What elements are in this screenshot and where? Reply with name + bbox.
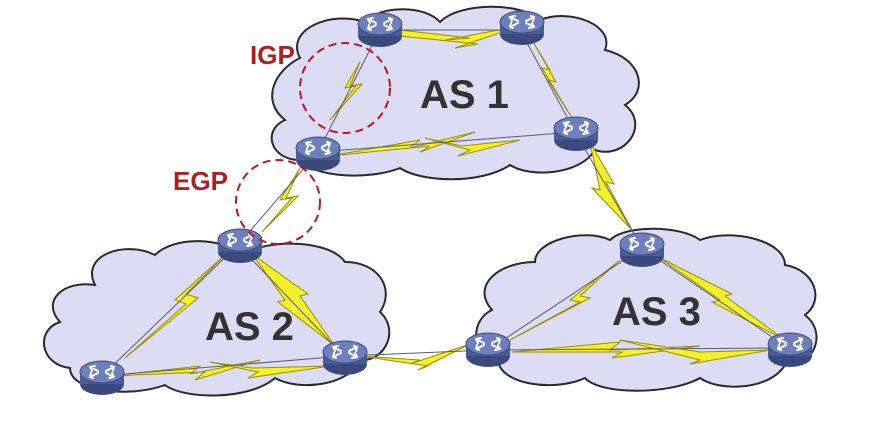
link-as1-top	[399, 25, 521, 49]
as3-label: AS 3	[612, 290, 701, 334]
router-icon	[295, 136, 341, 172]
egp-label: EGP	[173, 166, 228, 196]
igp-highlight-circle	[299, 42, 391, 134]
egp-highlight-circle	[235, 159, 321, 245]
link-as3-bottom	[511, 341, 701, 359]
link-as1-left-igp	[329, 61, 364, 121]
router-icon	[322, 340, 368, 376]
link-as3-bottom2	[619, 339, 771, 365]
router-icon	[465, 332, 511, 368]
link-as1-bottom	[329, 131, 476, 157]
as1-label: AS 1	[420, 73, 509, 117]
router-icon	[767, 332, 813, 368]
router-icon	[217, 228, 263, 264]
links	[109, 25, 786, 381]
link-as2-bottom	[109, 359, 261, 381]
router-icon	[79, 360, 125, 396]
connection-lines	[101, 29, 789, 377]
router-icon	[619, 232, 665, 268]
link-as2-bottom2	[209, 361, 331, 379]
router-icon	[553, 116, 599, 152]
router-icon	[499, 10, 545, 46]
link-as1-as3	[589, 141, 633, 231]
link-as3-left	[509, 259, 621, 341]
link-as1-bottom2	[424, 137, 521, 157]
link-as2-left	[124, 251, 229, 359]
router-icon	[357, 12, 403, 48]
as2-label: AS 2	[205, 305, 294, 349]
igp-label: IGP	[250, 40, 295, 70]
link-egp	[261, 167, 301, 233]
